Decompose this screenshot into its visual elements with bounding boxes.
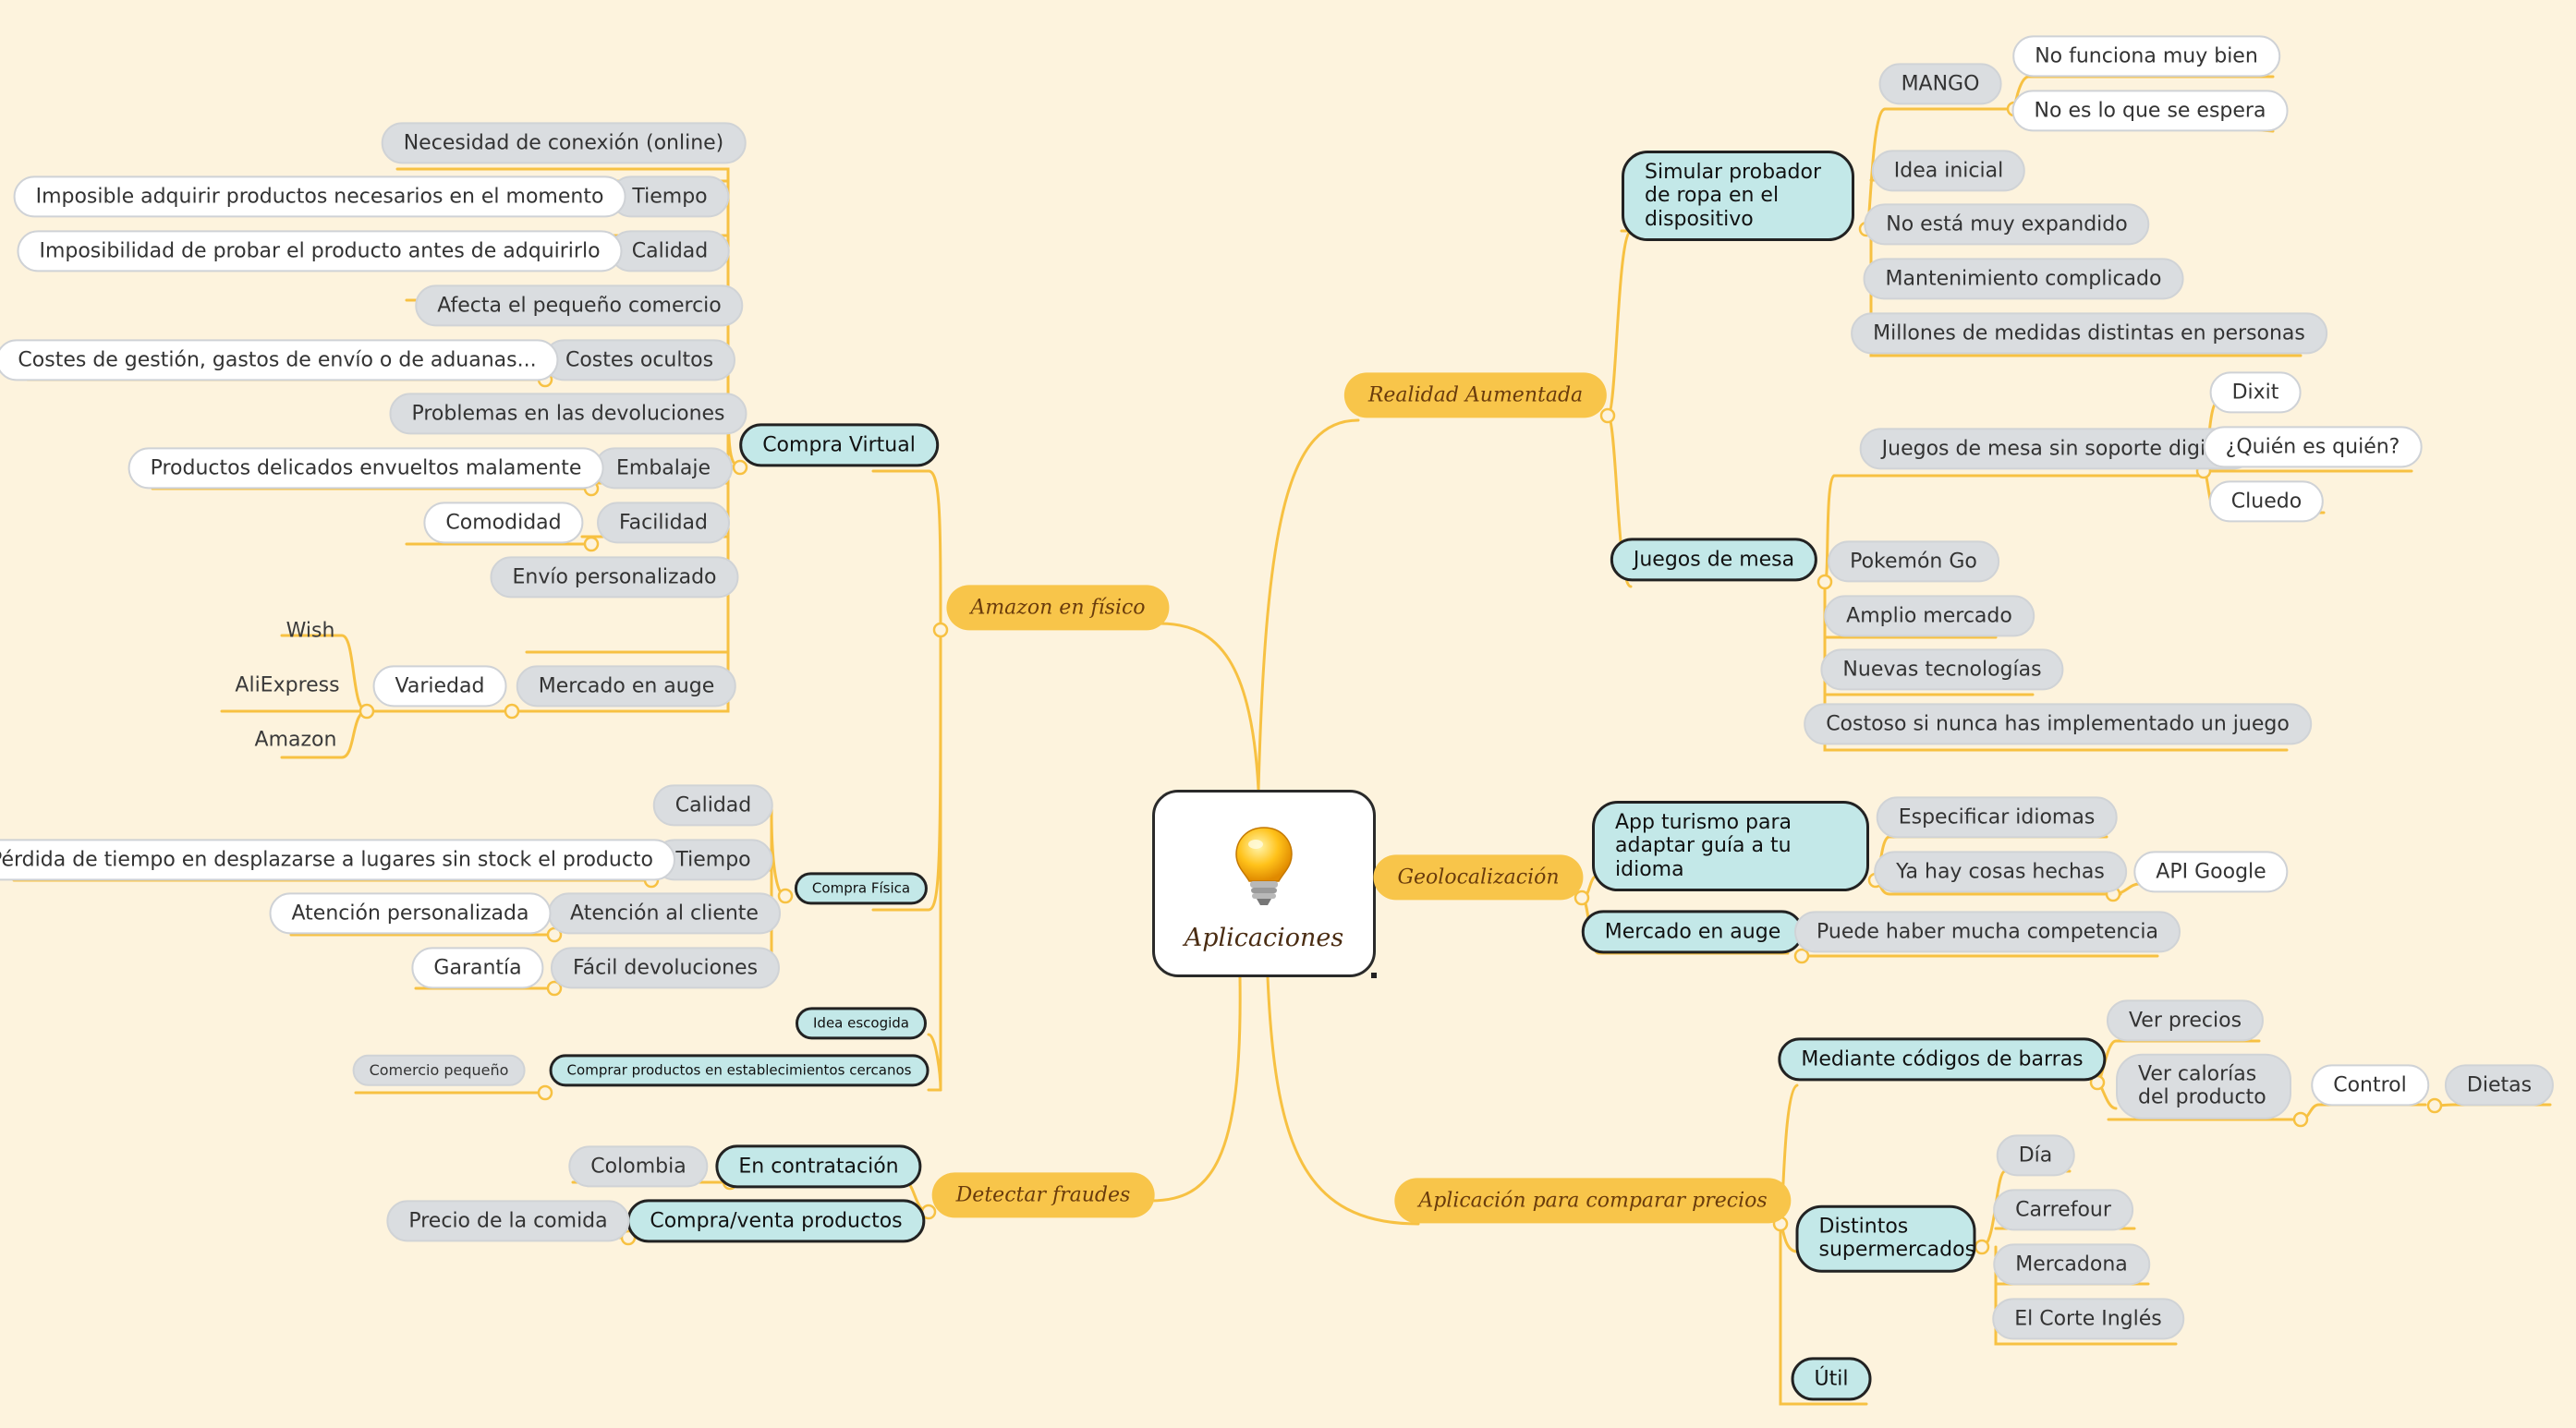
node-tiempo-virtual[interactable]: Tiempo bbox=[610, 175, 730, 218]
node-idea-escogida[interactable]: Idea escogida bbox=[795, 1007, 928, 1040]
node-dietas[interactable]: Dietas bbox=[2444, 1064, 2555, 1107]
node-juegos-sin-soporte[interactable]: Juegos de mesa sin soporte digital bbox=[1859, 428, 2254, 470]
central-topic[interactable]: Aplicaciones bbox=[1152, 790, 1376, 977]
node-no-funciona[interactable]: No funciona muy bien bbox=[2012, 35, 2280, 78]
node-compra-fisica[interactable]: Compra Física bbox=[794, 872, 929, 905]
node-atencion-cliente[interactable]: Atención al cliente bbox=[548, 892, 781, 935]
node-dia[interactable]: Día bbox=[1996, 1134, 2075, 1177]
node-facil-devoluciones[interactable]: Fácil devoluciones bbox=[550, 947, 781, 989]
node-pequeno-comercio[interactable]: Afecta el pequeño comercio bbox=[415, 284, 744, 327]
resize-handle[interactable] bbox=[1371, 973, 1377, 978]
node-comodidad[interactable]: Comodidad bbox=[423, 502, 584, 544]
node-no-expandido[interactable]: No está muy expandido bbox=[1864, 203, 2150, 246]
branch-geolocalizacion[interactable]: Geolocalización bbox=[1373, 854, 1584, 901]
node-corte-ingles[interactable]: El Corte Inglés bbox=[1992, 1298, 2184, 1340]
node-wish[interactable]: Wish bbox=[286, 619, 335, 643]
node-especificar-idiomas[interactable]: Especificar idiomas bbox=[1876, 796, 2118, 839]
node-carrefour[interactable]: Carrefour bbox=[1993, 1189, 2133, 1231]
node-en-contratacion[interactable]: En contratación bbox=[715, 1144, 922, 1189]
node-precio-comida[interactable]: Precio de la comida bbox=[386, 1200, 630, 1242]
node-mucha-competencia[interactable]: Puede haber mucha competencia bbox=[1794, 911, 2181, 953]
node-tiempo-fisica[interactable]: Tiempo bbox=[653, 839, 773, 881]
node-compra-virtual[interactable]: Compra Virtual bbox=[739, 423, 939, 467]
node-costes-gestion[interactable]: Costes de gestión, gastos de envío o de … bbox=[0, 339, 559, 381]
node-embalaje[interactable]: Embalaje bbox=[593, 447, 734, 490]
node-idea-inicial[interactable]: Idea inicial bbox=[1871, 150, 2026, 192]
node-distintos-supermercados[interactable]: Distintos supermercados bbox=[1795, 1204, 1976, 1273]
node-millones-medidas[interactable]: Millones de medidas distintas en persona… bbox=[1851, 312, 2327, 355]
lightbulb-icon bbox=[1235, 827, 1293, 905]
node-mango[interactable]: MANGO bbox=[1878, 63, 2002, 105]
node-codigos-barras[interactable]: Mediante códigos de barras bbox=[1778, 1037, 2107, 1082]
node-colombia[interactable]: Colombia bbox=[568, 1145, 709, 1188]
node-amazon-store[interactable]: Amazon bbox=[254, 728, 337, 752]
node-variedad[interactable]: Variedad bbox=[372, 665, 507, 708]
node-calidad-fisica[interactable]: Calidad bbox=[652, 784, 774, 827]
node-perdida-tiempo[interactable]: Pérdida de tiempo en desplazarse a lugar… bbox=[0, 839, 675, 881]
node-facilidad[interactable]: Facilidad bbox=[597, 502, 730, 544]
node-nuevas-tecnologias[interactable]: Nuevas tecnologías bbox=[1820, 648, 2064, 691]
node-comprar-cercanos[interactable]: Comprar productos en establecimientos ce… bbox=[549, 1054, 930, 1087]
node-quien-es-quien[interactable]: ¿Quién es quién? bbox=[2203, 426, 2423, 468]
node-comercio-pequeno[interactable]: Comercio pequeño bbox=[352, 1054, 526, 1087]
node-control[interactable]: Control bbox=[2311, 1064, 2429, 1107]
node-simular-probador[interactable]: Simular probador de ropa en el dispositi… bbox=[1622, 151, 1854, 241]
node-costoso[interactable]: Costoso si nunca has implementado un jue… bbox=[1804, 703, 2312, 745]
node-productos-delicados[interactable]: Productos delicados envueltos malamente bbox=[128, 447, 604, 490]
node-ver-calorias[interactable]: Ver calorías del producto bbox=[2116, 1053, 2291, 1119]
node-imposibilidad-probar[interactable]: Imposibilidad de probar el producto ante… bbox=[17, 230, 623, 272]
node-app-turismo[interactable]: App turismo para adaptar guía a tu idiom… bbox=[1592, 801, 1869, 891]
node-ver-precios[interactable]: Ver precios bbox=[2106, 999, 2265, 1042]
central-title: Aplicaciones bbox=[1184, 924, 1344, 952]
node-costes-ocultos[interactable]: Costes ocultos bbox=[542, 339, 736, 381]
node-juegos-de-mesa[interactable]: Juegos de mesa bbox=[1610, 538, 1818, 582]
node-no-es-lo-que-espera[interactable]: No es lo que se espera bbox=[2011, 90, 2289, 132]
node-necesidad-conexion[interactable]: Necesidad de conexión (online) bbox=[381, 122, 747, 164]
node-amplio-mercado[interactable]: Amplio mercado bbox=[1824, 595, 2035, 637]
node-aliexpress[interactable]: AliExpress bbox=[235, 673, 340, 697]
branch-comparar-precios[interactable]: Aplicación para comparar precios bbox=[1394, 1178, 1792, 1224]
node-mercadona[interactable]: Mercadona bbox=[1993, 1243, 2150, 1286]
node-mercado-en-auge[interactable]: Mercado en auge bbox=[516, 665, 737, 708]
node-imposible-adquirir[interactable]: Imposible adquirir productos necesarios … bbox=[13, 175, 626, 218]
node-compra-venta[interactable]: Compra/venta productos bbox=[626, 1199, 926, 1243]
node-envio-personalizado[interactable]: Envío personalizado bbox=[490, 556, 739, 599]
node-cluedo[interactable]: Cluedo bbox=[2208, 480, 2325, 523]
branch-amazon-fisico[interactable]: Amazon en físico bbox=[946, 585, 1170, 631]
node-api-google[interactable]: API Google bbox=[2133, 851, 2289, 893]
node-problemas-devoluciones[interactable]: Problemas en las devoluciones bbox=[389, 393, 747, 435]
node-mantenimiento[interactable]: Mantenimiento complicado bbox=[1863, 258, 2184, 300]
branch-realidad-aumentada[interactable]: Realidad Aumentada bbox=[1343, 372, 1608, 418]
branch-detectar-fraudes[interactable]: Detectar fraudes bbox=[931, 1172, 1155, 1218]
node-util[interactable]: Útil bbox=[1791, 1357, 1872, 1401]
node-pokemon-go[interactable]: Pokemón Go bbox=[1828, 540, 1999, 583]
node-dixit[interactable]: Dixit bbox=[2209, 371, 2302, 414]
node-ya-hay-cosas[interactable]: Ya hay cosas hechas bbox=[1874, 851, 2127, 893]
node-garantia[interactable]: Garantía bbox=[411, 947, 544, 989]
node-atencion-personalizada[interactable]: Atención personalizada bbox=[269, 892, 552, 935]
node-calidad-virtual[interactable]: Calidad bbox=[609, 230, 731, 272]
node-mercado-auge-geo[interactable]: Mercado en auge bbox=[1581, 910, 1804, 954]
